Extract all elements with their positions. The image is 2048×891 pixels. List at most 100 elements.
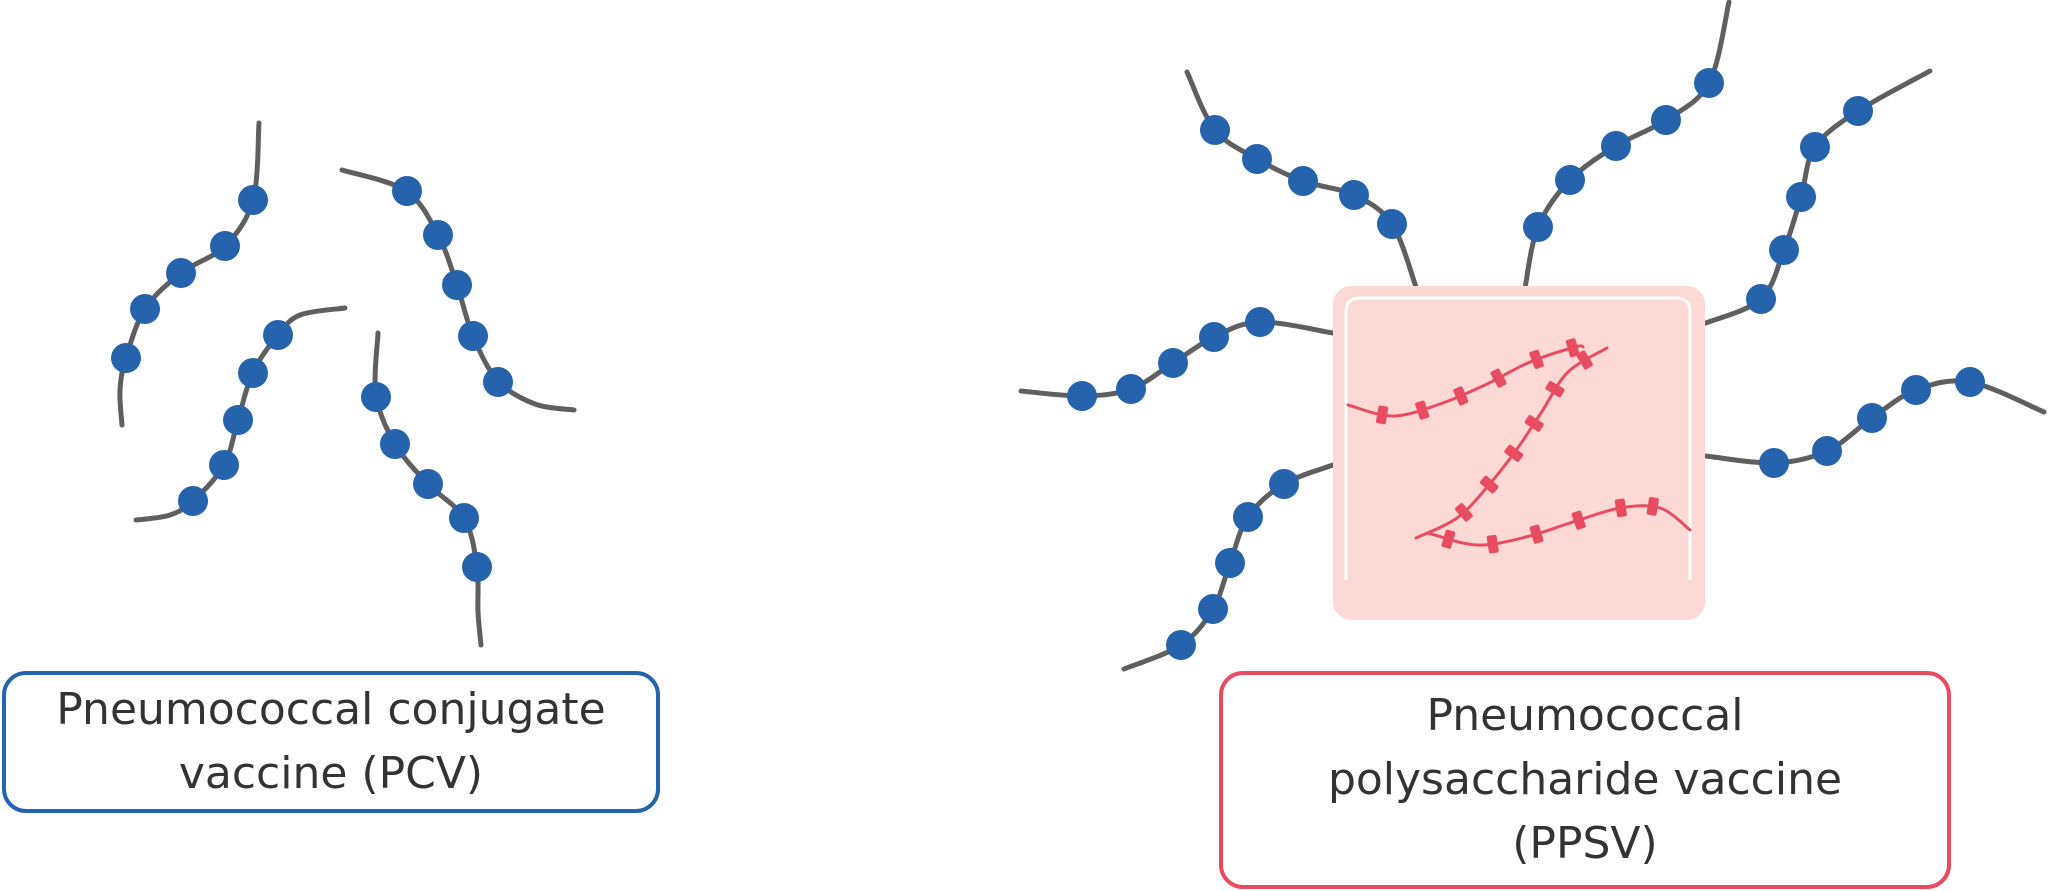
saccharide-bead [1242,144,1272,174]
protein-strand [1426,496,1692,554]
saccharide-bead [380,429,410,459]
strand-tick [1486,534,1499,554]
saccharide-bead [1746,284,1776,314]
saccharide-bead [223,405,253,435]
polysaccharide-chain-icon [1703,68,1933,326]
protein-strands [1346,338,1692,554]
saccharide-bead [1269,469,1299,499]
saccharide-bead [1158,348,1188,378]
strand-tick [1646,496,1659,516]
pcv-label-line-2: vaccine (PCV) [178,748,484,799]
saccharide-bead [178,486,208,516]
saccharide-bead [1288,166,1318,196]
strand-tick [1529,349,1544,369]
strand-tick [1455,503,1473,522]
ppsv-label-line-3: (PPSV) [1512,818,1658,869]
ppsv-polysaccharide-chains [1018,0,2047,672]
saccharide-bead [263,320,293,350]
ppsv-label-line-1: Pneumococcal [1426,690,1744,741]
saccharide-bead [1116,374,1146,404]
ppsv-label-text: Pneumococcal polysaccharide vaccine (PPS… [1328,684,1842,876]
pcv-label-text: Pneumococcal conjugate vaccine (PCV) [56,678,605,806]
polysaccharide-strand [1703,68,1933,326]
saccharide-bead [1601,131,1631,161]
strand-tick [1565,338,1580,358]
strand-tick [1504,444,1524,462]
saccharide-bead [392,176,422,206]
saccharide-bead [210,231,240,261]
polysaccharide-chain-icon [1703,367,2047,478]
strand-tick [1576,350,1593,370]
strand-tick [1529,524,1544,544]
saccharide-bead [1200,115,1230,145]
saccharide-bead [130,294,160,324]
saccharide-bead [1245,307,1275,337]
polysaccharide-chain-icon [1121,462,1336,672]
saccharide-bead [1786,182,1816,212]
saccharide-bead [1166,630,1196,660]
carrier-protein-icon [1333,286,1705,620]
saccharide-bead [1759,448,1789,478]
saccharide-bead [1955,367,1985,397]
polysaccharide-chain-icon [111,120,268,428]
strand-line [1414,346,1609,540]
protein-strand [1414,346,1609,540]
strand-tick [1490,368,1507,388]
strand-tick [1545,380,1565,398]
saccharide-bead [1215,548,1245,578]
saccharide-bead [1901,375,1931,405]
saccharide-bead [1800,132,1830,162]
carrier-protein-highlight [1344,296,1692,580]
strand-tick [1415,400,1430,420]
saccharide-bead [423,220,453,250]
strand-tick [1524,415,1544,432]
strand-tick [1571,510,1586,530]
polysaccharide-chain-icon [133,305,348,523]
saccharide-bead [483,367,513,397]
strand-tick [1441,529,1456,549]
strand-tick [1453,386,1469,406]
saccharide-bead [1555,165,1585,195]
strand-tick [1614,498,1627,518]
saccharide-bead [1812,436,1842,466]
polysaccharide-chain-icon [1522,0,1732,291]
saccharide-bead [458,321,488,351]
saccharide-bead [1843,96,1873,126]
saccharide-bead [1198,594,1228,624]
saccharide-bead [1339,180,1369,210]
ppsv-label-line-2: polysaccharide vaccine [1327,754,1843,805]
saccharide-bead [1377,209,1407,239]
ppsv-label-box: Pneumococcal polysaccharide vaccine (PPS… [1219,671,1951,889]
saccharide-bead [1694,68,1724,98]
pcv-label-line-1: Pneumococcal conjugate [56,684,606,735]
polysaccharide-chain-icon [1018,307,1336,411]
pcv-label-box: Pneumococcal conjugate vaccine (PCV) [2,671,660,813]
strand-tick [1479,475,1499,494]
saccharide-bead [1233,502,1263,532]
saccharide-bead [462,552,492,582]
polysaccharide-chain-icon [361,330,492,648]
saccharide-bead [1769,235,1799,265]
pcv-polysaccharide-group [111,120,577,648]
saccharide-bead [442,270,472,300]
saccharide-bead [1857,403,1887,433]
saccharide-bead [1067,381,1097,411]
saccharide-bead [166,258,196,288]
saccharide-bead [1651,105,1681,135]
saccharide-bead [209,450,239,480]
saccharide-bead [111,343,141,373]
saccharide-bead [238,185,268,215]
saccharide-bead [238,358,268,388]
saccharide-bead [413,469,443,499]
saccharide-bead [449,503,479,533]
polysaccharide-chain-icon [1184,69,1419,290]
saccharide-bead [1523,212,1553,242]
saccharide-bead [1199,322,1229,352]
strand-tick [1376,405,1389,425]
saccharide-bead [361,382,391,412]
polysaccharide-chain-icon [339,167,577,413]
ppsv-group [1018,0,2047,672]
protein-strand [1346,338,1585,425]
strand-line [1426,504,1692,547]
